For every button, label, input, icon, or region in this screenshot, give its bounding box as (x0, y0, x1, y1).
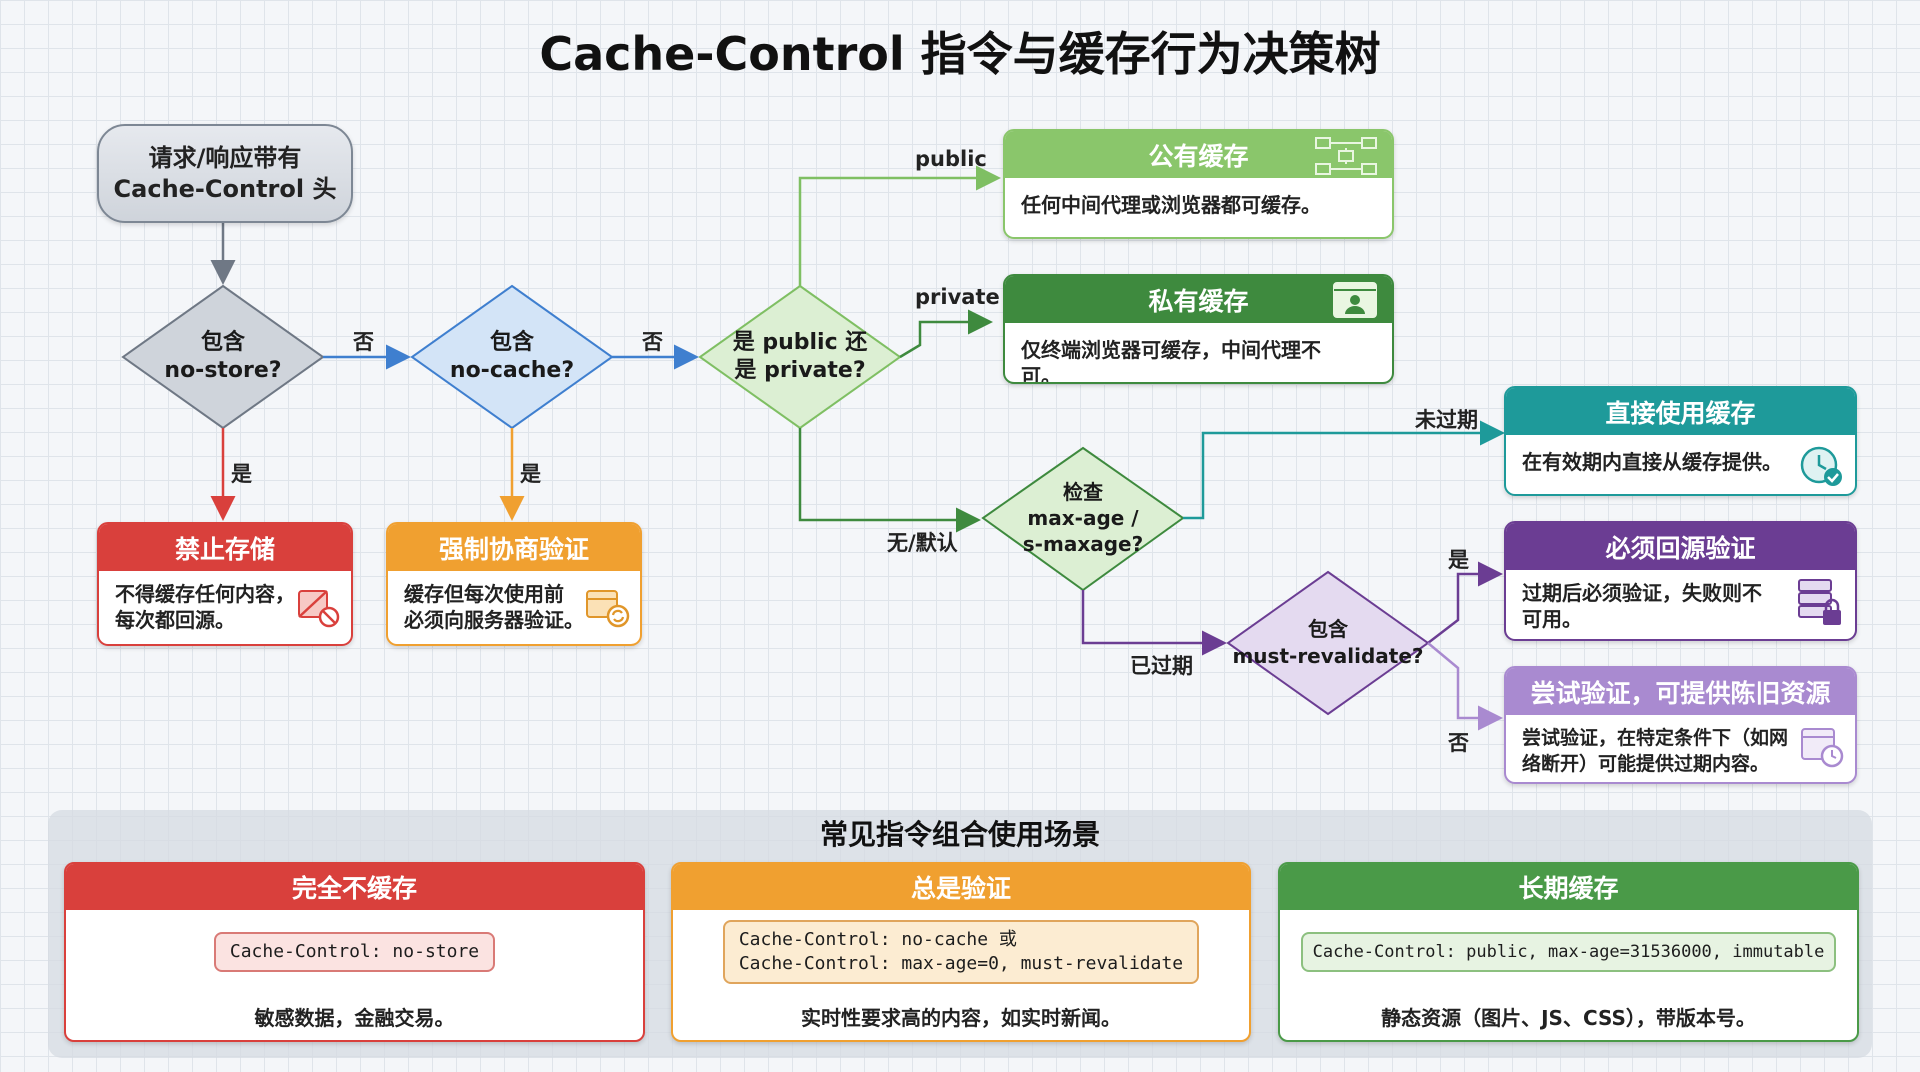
decision-must-revalidate-line-2: must-revalidate? (1232, 644, 1424, 668)
no-storage-icon (295, 583, 341, 635)
start-line-2: Cache-Control 头 (113, 174, 337, 203)
outcome-no-store-line-1: 不得缓存任何内容， (115, 582, 295, 606)
edge-label-not-expired: 未过期 (1415, 408, 1478, 432)
edge-label-public: public (915, 147, 987, 171)
outcome-no-store-line-2: 每次都回源。 (115, 608, 235, 632)
edge-label-no-store-no: 否 (353, 330, 374, 354)
outcome-no-cache: 强制协商验证 缓存但每次使用前 必须向服务器验证。 (386, 522, 642, 646)
decision-must-revalidate: 包含 must-revalidate? (1228, 570, 1428, 716)
decision-public-private-line-1: 是 public 还 (732, 330, 868, 355)
sync-box-icon (584, 583, 630, 635)
outcome-stale: 尝试验证，可提供陈旧资源 尝试验证，在特定条件下（如网 络断开）可能提供过期内容… (1504, 666, 1857, 784)
edge-label-expired: 已过期 (1130, 654, 1193, 678)
outcome-private: 私有缓存 仅终端浏览器可缓存，中间代理不可。 (1003, 274, 1394, 384)
scenario-description: 敏感数据，金融交易。 (254, 1006, 455, 1030)
decision-must-revalidate-shape (1226, 570, 1430, 716)
scenario-code: Cache-Control: no-cache 或 Cache-Control:… (722, 920, 1200, 984)
outcome-stale-line-1: 尝试验证，在特定条件下（如网 (1522, 727, 1789, 749)
outcome-must-revalidate: 必须回源验证 过期后必须验证，失败则不 可用。 (1504, 521, 1857, 641)
outcome-fresh-title: 直接使用缓存 (1506, 388, 1855, 435)
decision-max-age: 检查 max-age / s-maxage? (983, 445, 1183, 591)
scenario-description: 实时性要求高的内容，如实时新闻。 (801, 1006, 1121, 1030)
outcome-stale-line-2: 络断开）可能提供过期内容。 (1522, 753, 1770, 775)
outcome-no-cache-line-1: 缓存但每次使用前 (404, 582, 564, 606)
outcome-no-cache-line-2: 必须向服务器验证。 (404, 608, 584, 632)
scenario-card-no-cache-at-all: 完全不缓存 Cache-Control: no-store 敏感数据，金融交易。 (64, 862, 645, 1042)
outcome-must-revalidate-title: 必须回源验证 (1506, 523, 1855, 570)
outcome-public: 公有缓存 任何中间代理或浏览器都可缓存。 (1003, 129, 1394, 239)
outcome-private-title: 私有缓存 (1148, 286, 1249, 316)
scenario-code-line-2: Cache-Control: max-age=0, must-revalidat… (738, 953, 1184, 974)
scenario-card-title: 长期缓存 (1280, 864, 1857, 910)
decision-public-private-line-2: 是 private? (734, 358, 866, 383)
edge-label-no-cache-no: 否 (642, 330, 663, 354)
scenario-code: Cache-Control: public, max-age=31536000,… (1300, 932, 1837, 972)
server-lock-icon (1797, 578, 1845, 634)
outcome-fresh: 直接使用缓存 在有效期内直接从缓存提供。 (1504, 386, 1857, 496)
outcome-fresh-text: 在有效期内直接从缓存提供。 (1522, 450, 1782, 474)
decision-must-revalidate-line-1: 包含 (1308, 617, 1348, 641)
decision-no-cache: 包含 no-cache? (412, 284, 612, 430)
scenario-card-long-term-cache: 长期缓存 Cache-Control: public, max-age=3153… (1278, 862, 1859, 1042)
scenario-card-title: 总是验证 (673, 864, 1249, 910)
decision-max-age-line-1: 检查 (1063, 480, 1103, 504)
page-title: Cache-Control 指令与缓存行为决策树 (539, 27, 1381, 81)
decision-no-cache-line-1: 包含 (489, 330, 534, 355)
decision-no-cache-line-2: no-cache? (449, 358, 575, 383)
edge-label-none-default: 无/默认 (887, 531, 958, 555)
scenario-code-line-1: Cache-Control: public, max-age=31536000,… (1312, 942, 1825, 962)
decision-max-age-line-2: max-age / (1027, 506, 1139, 530)
outcome-must-revalidate-line-2: 可用。 (1522, 607, 1582, 631)
outcome-no-cache-title: 强制协商验证 (388, 524, 640, 571)
edge-label-no-store-yes: 是 (231, 462, 252, 486)
network-icon (1314, 136, 1378, 182)
decision-no-store: 包含 no-store? (123, 284, 323, 430)
calendar-clock-icon (1799, 723, 1845, 776)
outcome-public-title: 公有缓存 (1148, 141, 1249, 171)
scenario-code: Cache-Control: no-store (213, 932, 496, 972)
start-line-1: 请求/响应带有 (148, 143, 302, 172)
outcome-stale-title: 尝试验证，可提供陈旧资源 (1506, 668, 1855, 715)
scenario-code-line-1: Cache-Control: no-store (229, 941, 480, 962)
decision-public-private: 是 public 还 是 private? (700, 284, 900, 430)
decision-max-age-line-3: s-maxage? (1022, 532, 1144, 556)
scenario-card-title: 完全不缓存 (66, 864, 643, 910)
scenarios-heading: 常见指令组合使用场景 (819, 818, 1100, 851)
start-node: 请求/响应带有 Cache-Control 头 (97, 124, 353, 223)
outcome-must-revalidate-line-1: 过期后必须验证，失败则不 (1522, 581, 1762, 605)
decision-no-store-line-1: 包含 (200, 330, 245, 355)
scenario-description: 静态资源（图片、JS、CSS），带版本号。 (1381, 1006, 1756, 1030)
scenario-card-always-validate: 总是验证 Cache-Control: no-cache 或 Cache-Con… (671, 862, 1251, 1042)
user-profile-icon (1332, 281, 1378, 325)
edge-label-no-cache-yes: 是 (520, 462, 541, 486)
outcome-private-text: 仅终端浏览器可缓存，中间代理不可。 (1021, 338, 1321, 384)
edge-label-must-yes: 是 (1448, 548, 1469, 572)
edge-label-must-no: 否 (1448, 731, 1469, 755)
scenario-code-line-1: Cache-Control: no-cache 或 (738, 929, 1017, 950)
decision-no-store-line-2: no-store? (164, 358, 282, 383)
outcome-public-text: 任何中间代理或浏览器都可缓存。 (1021, 193, 1321, 217)
clock-check-icon (1799, 443, 1845, 494)
outcome-no-store-title: 禁止存储 (99, 524, 351, 571)
edge-label-private: private (915, 285, 1000, 309)
outcome-no-store: 禁止存储 不得缓存任何内容， 每次都回源。 (97, 522, 353, 646)
